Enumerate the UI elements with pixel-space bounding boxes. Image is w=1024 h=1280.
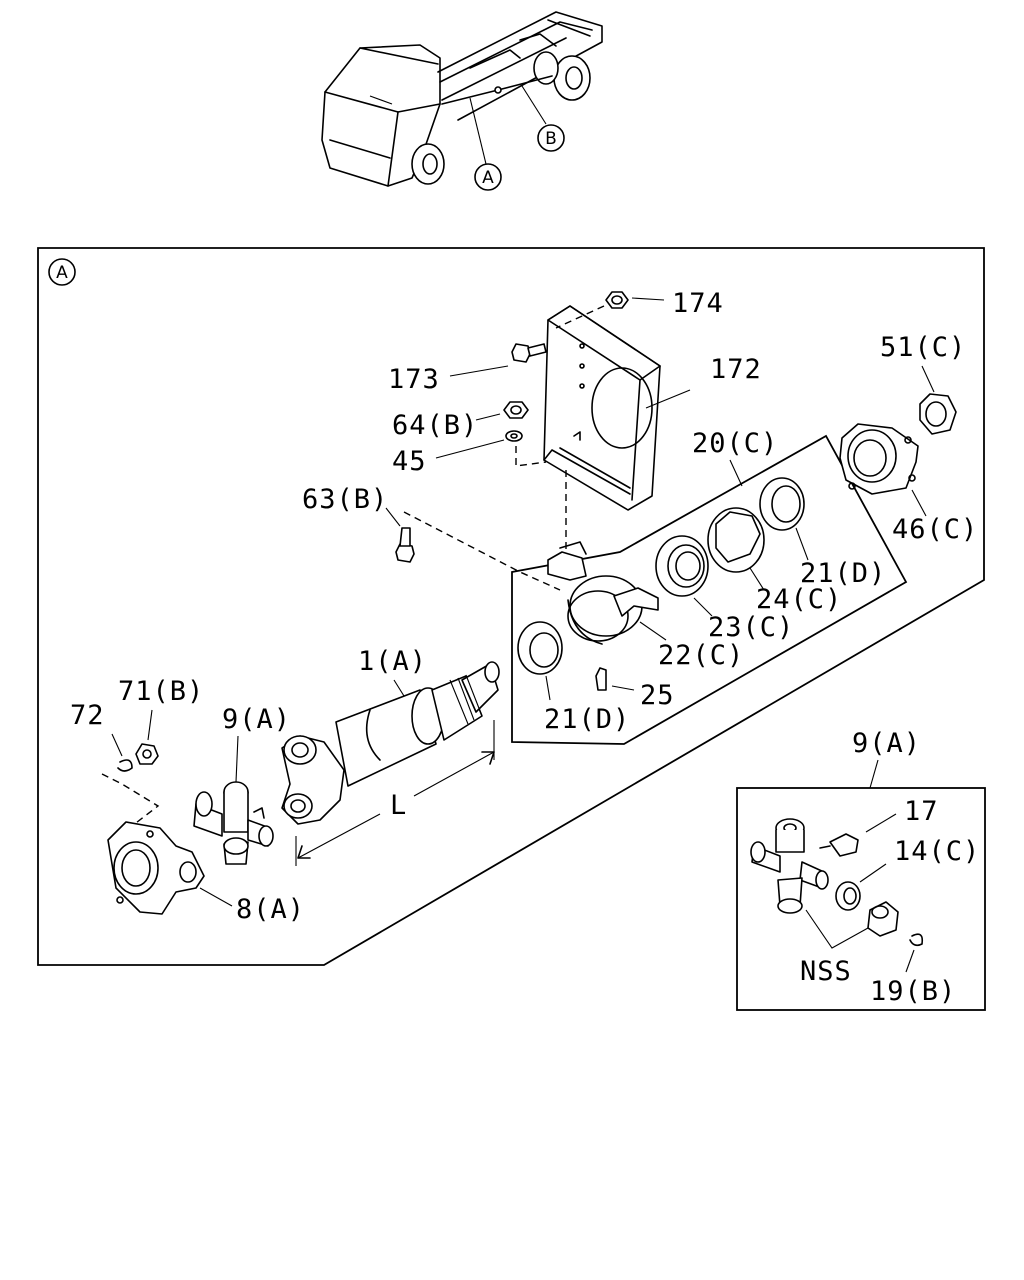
label-51c: 51(C) xyxy=(880,332,966,363)
truck-overview: A B xyxy=(321,11,603,191)
detail-frame xyxy=(736,787,986,1011)
yoke xyxy=(281,735,345,825)
detail-label-9a: 9(A) xyxy=(852,728,921,759)
callout-a: A xyxy=(482,168,494,188)
bolt-173 xyxy=(449,343,547,377)
label-22c: 22(C) xyxy=(658,640,744,671)
clip-72 xyxy=(111,733,133,772)
shaft-1a xyxy=(335,661,500,787)
bearing-23c xyxy=(655,535,713,617)
label-45: 45 xyxy=(392,446,427,477)
detail-9a: 9(A) 17 14(C) NSS 19(B) xyxy=(736,728,986,1011)
label-174: 174 xyxy=(672,288,724,319)
bolt-63b xyxy=(385,507,415,563)
label-9a: 9(A) xyxy=(222,704,291,735)
label-20c: 20(C) xyxy=(692,428,778,459)
label-23c: 23(C) xyxy=(708,612,794,643)
seal-21d-top xyxy=(759,477,809,561)
detail-label-nss: NSS xyxy=(800,956,852,987)
callout-b: B xyxy=(545,129,557,149)
label-21d-bottom: 21(D) xyxy=(544,704,630,735)
nut-71b xyxy=(135,709,159,765)
bracket-172 xyxy=(543,305,661,511)
label-21d-top: 21(D) xyxy=(800,558,886,589)
detail-label-19b: 19(B) xyxy=(870,976,956,1007)
universal-joint-9a xyxy=(193,735,274,865)
detail-label-17: 17 xyxy=(904,796,939,827)
flange-46c xyxy=(839,423,927,517)
label-8a: 8(A) xyxy=(236,894,305,925)
label-72: 72 xyxy=(70,700,105,731)
bearing-housing-22c xyxy=(547,541,667,645)
label-1a: 1(A) xyxy=(358,646,427,677)
length-dimension xyxy=(295,720,495,866)
nut-174 xyxy=(605,291,665,309)
detail-label-14c: 14(C) xyxy=(894,836,980,867)
label-64b: 64(B) xyxy=(392,410,478,441)
label-172: 172 xyxy=(710,354,762,385)
label-length: L xyxy=(390,790,407,821)
section-a-label: A xyxy=(56,263,68,283)
callout-b-circle xyxy=(537,124,565,152)
callout-a-circle xyxy=(474,163,502,191)
section-a-frame xyxy=(37,247,985,966)
grease-nipple-25 xyxy=(595,667,635,691)
flange-yoke-8a xyxy=(107,821,233,915)
retainer-24c xyxy=(707,507,765,591)
section-a-circle xyxy=(48,258,76,286)
label-173: 173 xyxy=(388,364,440,395)
label-46c: 46(C) xyxy=(892,514,978,545)
label-71b: 71(B) xyxy=(118,676,204,707)
label-63b: 63(B) xyxy=(302,484,388,515)
center-bearing-group-frame xyxy=(511,434,908,745)
label-24c: 24(C) xyxy=(756,584,842,615)
label-25: 25 xyxy=(640,680,675,711)
nut-64b xyxy=(475,401,529,421)
washer-45 xyxy=(435,430,523,459)
seal-21d-bottom xyxy=(517,621,563,701)
nut-51c xyxy=(919,365,957,435)
